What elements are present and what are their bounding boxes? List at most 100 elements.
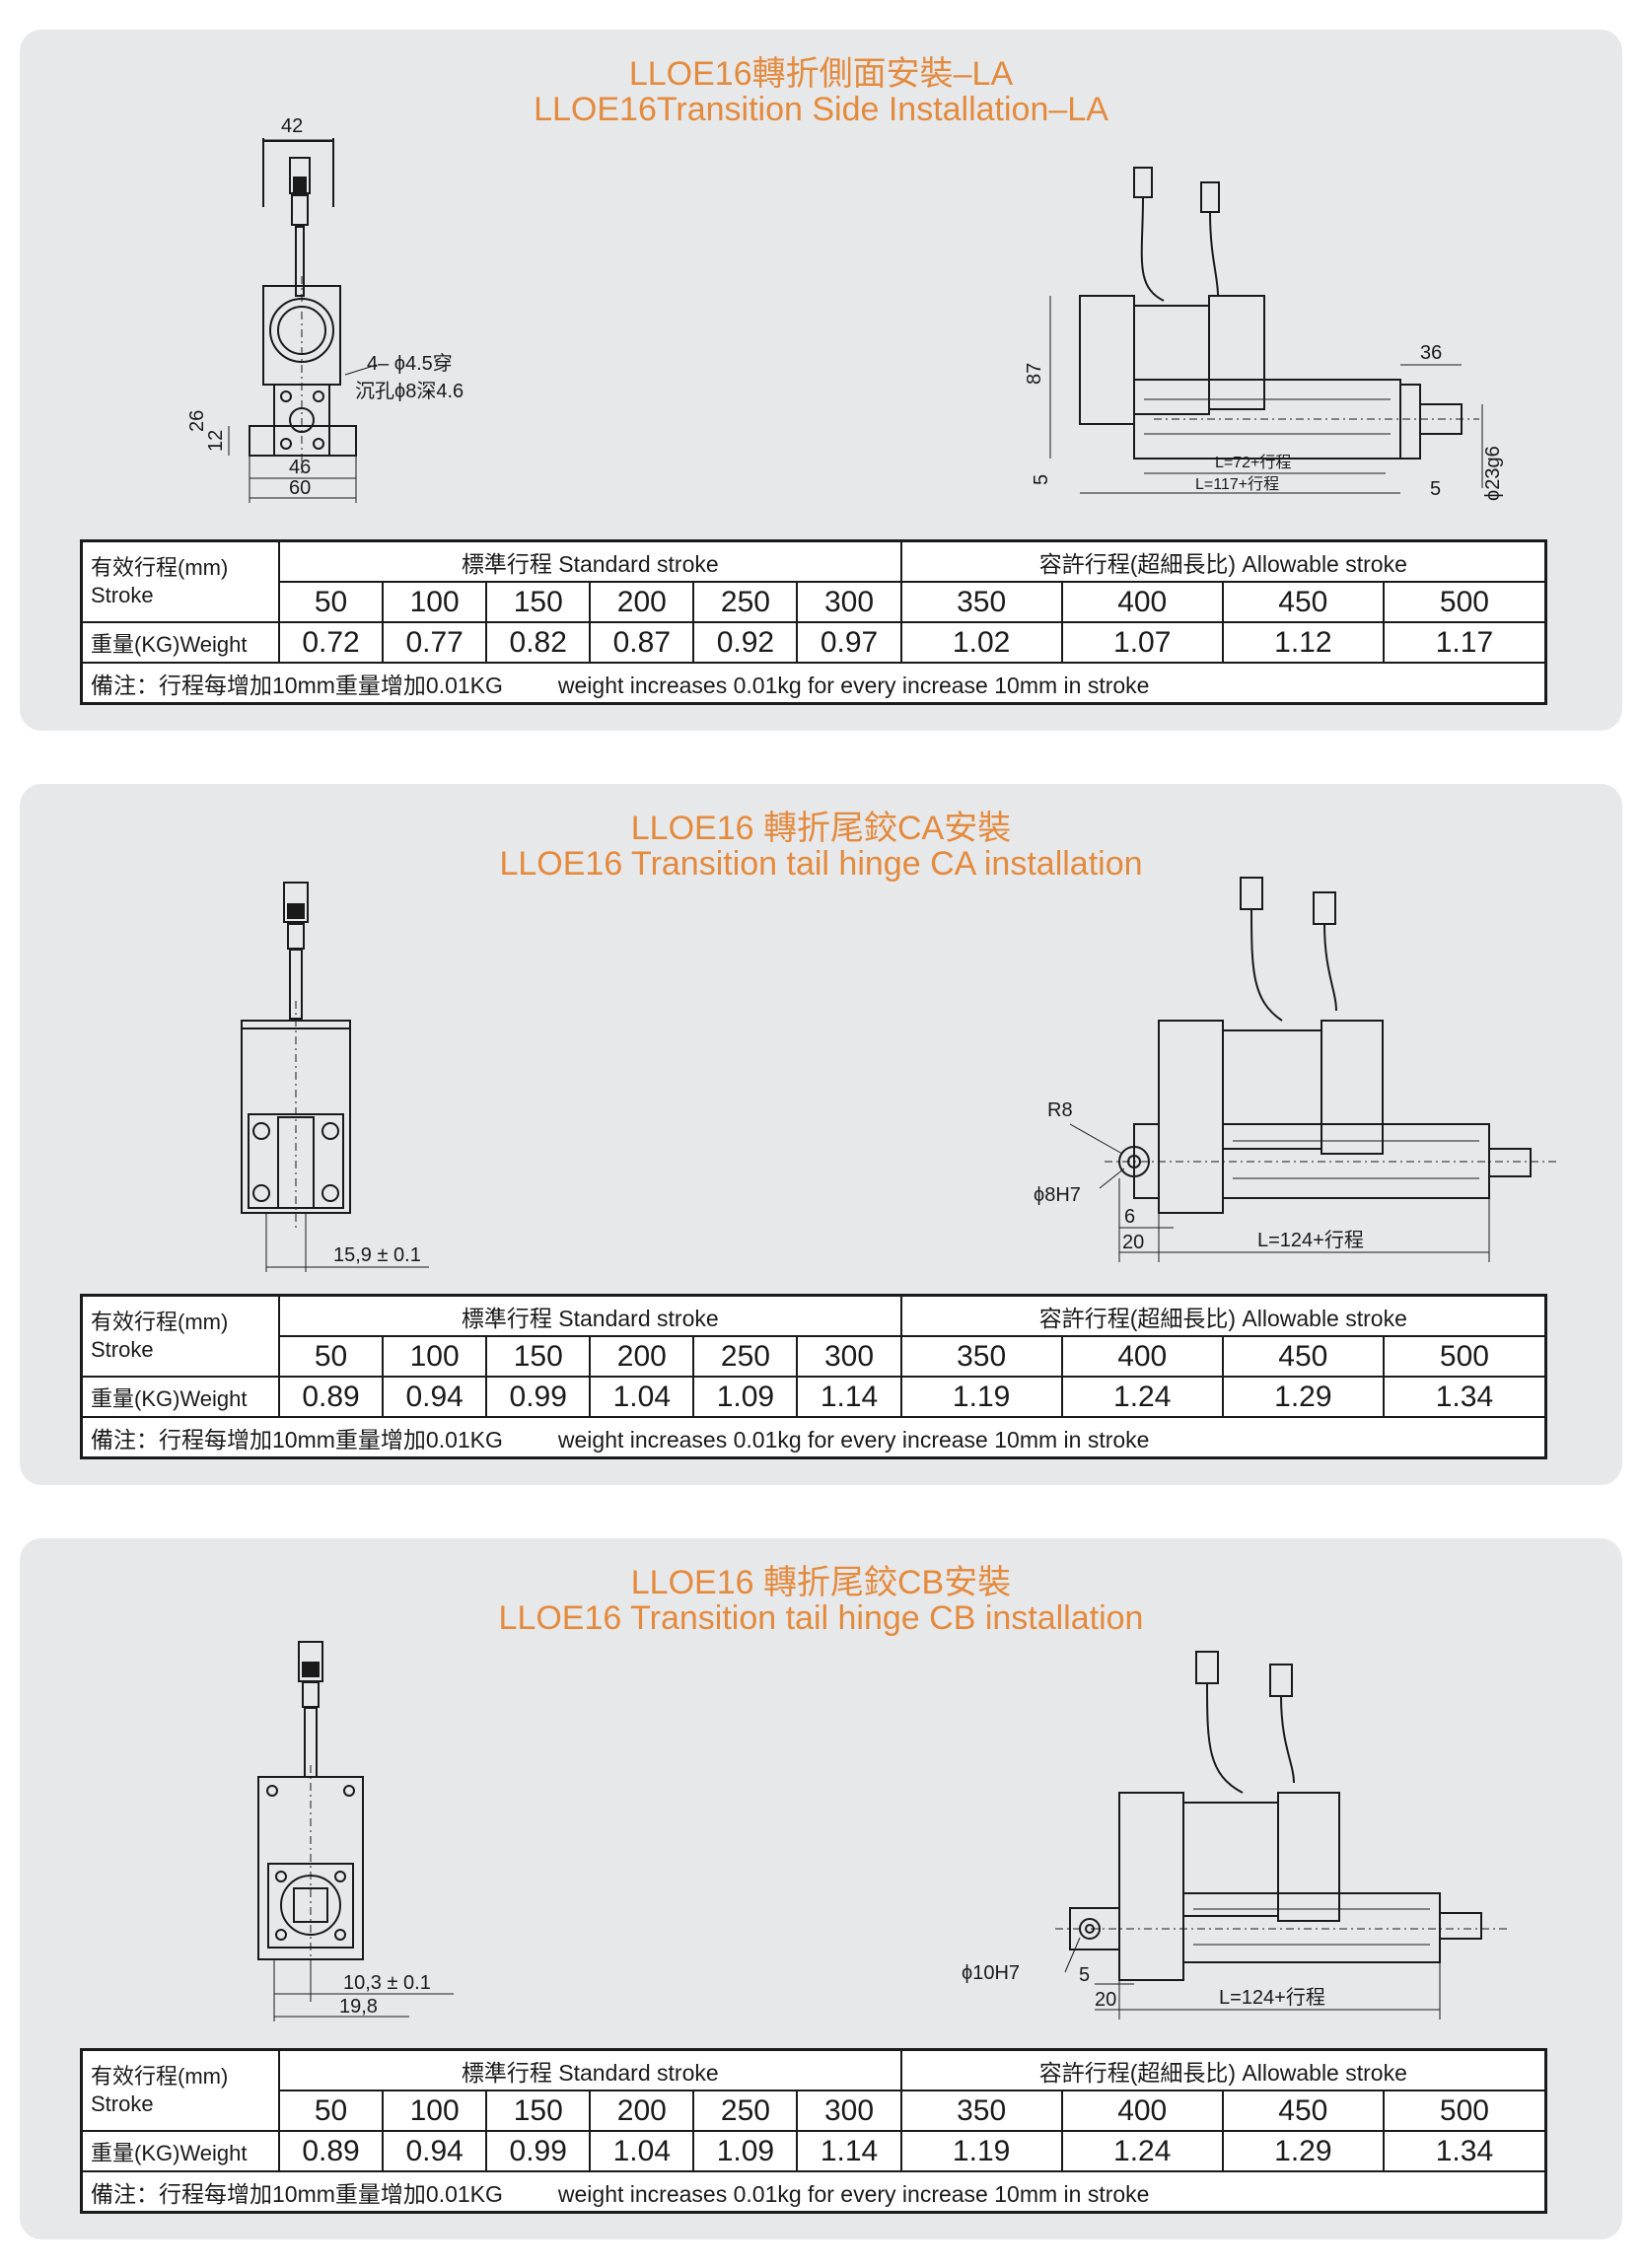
stroke-cell: 450 [1221, 1335, 1385, 1378]
weight-cell: 1.17 [1382, 621, 1547, 664]
weight-cell: 1.29 [1221, 2130, 1385, 2172]
weight-cell: 0.89 [277, 1376, 385, 1418]
allowable-stroke-header: 容許行程(超細長比) Allowable stroke [899, 539, 1547, 583]
weight-cell: 0.94 [382, 1376, 488, 1418]
stroke-label-en: Stroke [91, 2091, 154, 2116]
dim-20: 20 [1122, 1232, 1144, 1253]
stroke-cell: 300 [796, 2090, 902, 2132]
la-drawing: 42 4– ϕ4.5穿 沉孔ϕ8深4.6 26 12 46 60 [186, 115, 1504, 503]
stroke-cell: 250 [692, 581, 799, 623]
cb-drawing: 10,3 ± 0.1 19,8 ϕ10H7 5 20 [257, 1641, 1509, 2021]
spec-table-cb: 有效行程(mm) Stroke 標準行程 Standard stroke 容許行… [80, 2048, 1547, 2214]
weight-label: 重量(KG)Weight [80, 2130, 280, 2172]
stroke-cell: 50 [277, 2090, 385, 2132]
title-cn: LLOE16 轉折尾鉸CA安裝 [630, 810, 1012, 847]
stroke-cell: 50 [277, 1335, 385, 1378]
weight-cell: 1.14 [796, 2130, 902, 2172]
stroke-label-cell: 有效行程(mm) Stroke [80, 2048, 280, 2132]
dim-6: 6 [1124, 1206, 1135, 1228]
weight-cell: 1.09 [692, 2130, 799, 2172]
weight-cell: 0.99 [485, 1376, 592, 1418]
weight-cell: 0.72 [277, 621, 385, 664]
stroke-cell: 50 [277, 581, 385, 623]
weight-cell: 0.77 [382, 621, 488, 664]
stroke-cell: 450 [1221, 2090, 1385, 2132]
weight-cell: 0.82 [485, 621, 592, 664]
stroke-label-cell: 有效行程(mm) Stroke [80, 539, 280, 623]
dim-hole-2: 沉孔ϕ8深4.6 [355, 380, 464, 402]
note-cn: 備注：行程每增加10mm重量增加0.01KG [91, 672, 503, 698]
weight-cell: 0.92 [692, 621, 799, 664]
title-en: LLOE16Transition Side Installation–LA [534, 91, 1108, 128]
stroke-cell: 200 [589, 581, 695, 623]
weight-cell: 1.34 [1382, 1376, 1547, 1418]
stroke-cell: 350 [899, 581, 1063, 623]
stroke-label-en: Stroke [91, 583, 154, 607]
weight-cell: 1.14 [796, 1376, 902, 1418]
dim-42: 42 [281, 115, 303, 137]
dim-r8: R8 [1047, 1099, 1073, 1121]
stroke-cell: 500 [1382, 1335, 1547, 1378]
la-side-view [1049, 167, 1483, 494]
dim-12: 12 [205, 430, 227, 452]
note-cn: 備注：行程每增加10mm重量增加0.01KG [91, 2180, 503, 2207]
allowable-stroke-header: 容許行程(超細長比) Allowable stroke [899, 1294, 1547, 1337]
dim-20: 20 [1095, 1989, 1116, 2011]
weight-cell: 1.34 [1382, 2130, 1547, 2172]
standard-stroke-header: 標準行程 Standard stroke [278, 539, 902, 583]
stroke-cell: 100 [382, 1335, 488, 1378]
weight-cell: 1.02 [899, 621, 1063, 664]
stroke-cell: 100 [382, 581, 488, 623]
spec-table-la: 有效行程(mm) Stroke 標準行程 Standard stroke 容許行… [80, 539, 1547, 705]
standard-stroke-header: 標準行程 Standard stroke [278, 2048, 902, 2091]
weight-label: 重量(KG)Weight [80, 1376, 280, 1418]
section-panel-ca: LLOE16 轉折尾鉸CA安裝 LLOE16 Transition tail h… [20, 784, 1622, 1485]
dim-dia: ϕ23g6 [1482, 446, 1504, 501]
weight-cell: 1.04 [589, 2130, 695, 2172]
dim-5: 5 [1079, 1964, 1090, 1986]
stroke-cell: 150 [485, 1335, 592, 1378]
stroke-label-cell: 有效行程(mm) Stroke [80, 1294, 280, 1378]
weight-label: 重量(KG)Weight [80, 621, 280, 664]
weight-cell: 1.09 [692, 1376, 799, 1418]
weight-cell: 0.99 [485, 2130, 592, 2172]
dim-198: 19,8 [339, 1996, 378, 2018]
dim-offset: 10,3 ± 0.1 [343, 1972, 431, 1994]
ca-drawing: 15,9 ± 0.1 R8 ϕ8H7 6 [241, 877, 1558, 1272]
stroke-cell: 150 [485, 581, 592, 623]
weight-cell: 0.97 [796, 621, 902, 664]
stroke-cell: 500 [1382, 581, 1547, 623]
title-en: LLOE16 Transition tail hinge CB installa… [498, 1599, 1144, 1637]
section-panel-la: LLOE16轉折側面安裝–LA LLOE16Transition Side In… [20, 30, 1622, 731]
ca-side-view [1069, 877, 1558, 1262]
dim-len: L=124+行程 [1257, 1229, 1364, 1251]
dim-offset: 15,9 ± 0.1 [333, 1244, 421, 1266]
cb-front-view [257, 1641, 454, 2021]
standard-stroke-header: 標準行程 Standard stroke [278, 1294, 902, 1337]
dim-len: L=124+行程 [1219, 1986, 1325, 2009]
dim-60: 60 [289, 477, 311, 499]
stroke-cell: 500 [1382, 2090, 1547, 2132]
stroke-cell: 150 [485, 2090, 592, 2132]
stroke-cell: 200 [589, 2090, 695, 2132]
weight-cell: 0.87 [589, 621, 695, 664]
stroke-label-cn: 有效行程(mm) [91, 2064, 229, 2089]
weight-cell: 1.12 [1221, 621, 1385, 664]
note-en: weight increases 0.01kg for every increa… [557, 2180, 1150, 2207]
dim-5-horiz: 5 [1430, 478, 1441, 500]
weight-cell: 1.04 [589, 1376, 695, 1418]
stroke-cell: 300 [796, 1335, 902, 1378]
stroke-cell: 350 [899, 1335, 1063, 1378]
weight-cell: 0.89 [277, 2130, 385, 2172]
weight-cell: 1.24 [1060, 2130, 1224, 2172]
stroke-label-cn: 有效行程(mm) [91, 1310, 229, 1334]
title-cn: LLOE16轉折側面安裝–LA [628, 55, 1014, 93]
dim-hole: ϕ10H7 [962, 1962, 1020, 1984]
weight-cell: 0.94 [382, 2130, 488, 2172]
weight-cell: 1.29 [1221, 1376, 1385, 1418]
weight-cell: 1.24 [1060, 1376, 1224, 1418]
dim-87: 87 [1024, 363, 1045, 385]
dim-hole-1: 4– ϕ4.5穿 [367, 352, 453, 375]
cb-side-view [1055, 1651, 1509, 2020]
